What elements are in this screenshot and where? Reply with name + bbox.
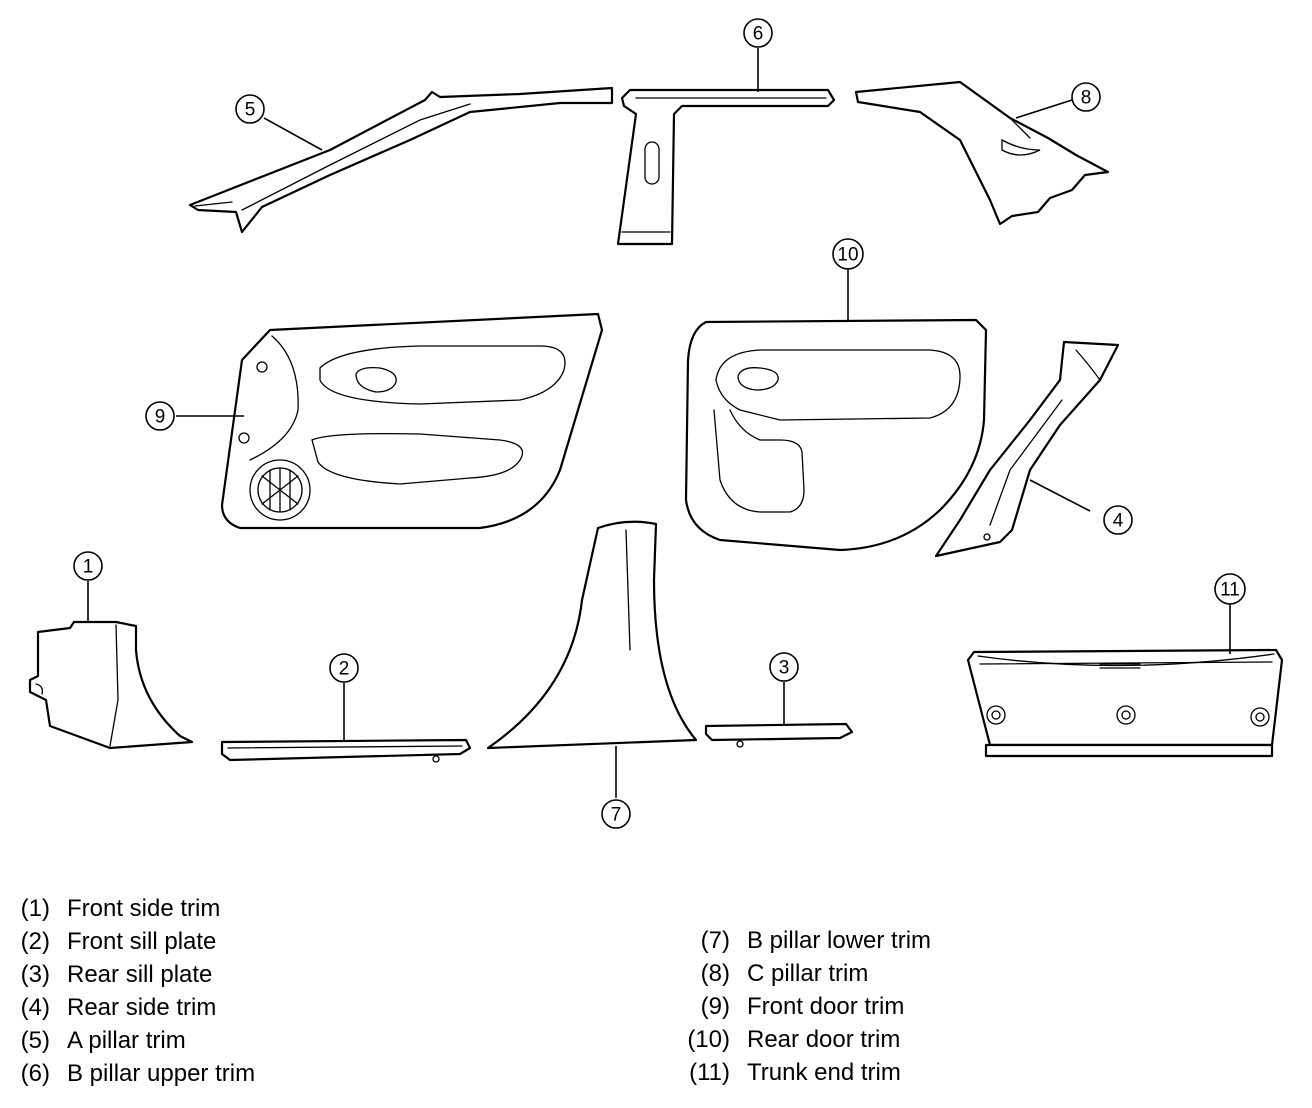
legend-item-number: (3) (20, 961, 50, 988)
legend-item-label: Front sill plate (67, 928, 217, 955)
front-side-trim (28, 620, 194, 750)
svg-text:8: 8 (1081, 88, 1092, 109)
legend-item: (9) Front door trim (680, 990, 931, 1023)
legend-item-number: (7) (700, 927, 730, 954)
callout-2: 2 (329, 653, 359, 683)
callout-5: 5 (235, 94, 265, 124)
legend-item: (10) Rear door trim (680, 1023, 931, 1056)
trunk-end-trim (966, 648, 1284, 758)
leader-lines (87, 48, 1231, 798)
b-pillar-upper-trim (616, 88, 836, 246)
legend-item-number: (8) (700, 960, 730, 987)
callout-9: 9 (145, 401, 175, 431)
legend-item: (7) B pillar lower trim (680, 924, 931, 957)
callout-6: 6 (743, 18, 773, 48)
legend-item-label: C pillar trim (747, 960, 869, 987)
legend-item-number: (9) (700, 993, 730, 1020)
rear-door-trim (684, 318, 988, 552)
legend-item-label: Rear door trim (747, 1026, 901, 1053)
front-sill-plate (220, 738, 472, 763)
svg-text:5: 5 (245, 100, 256, 121)
legend-item: (2) Front sill plate (0, 925, 255, 958)
svg-text:10: 10 (837, 245, 858, 266)
b-pillar-lower-trim (486, 520, 698, 750)
legend-item-number: (4) (20, 994, 50, 1021)
svg-text:1: 1 (83, 557, 94, 578)
legend-item-label: Trunk end trim (747, 1059, 901, 1086)
svg-text:7: 7 (611, 805, 622, 826)
legend-item-number: (2) (20, 928, 50, 955)
callout-11: 11 (1214, 573, 1246, 605)
svg-text:2: 2 (339, 659, 350, 680)
legend-right: (7) B pillar lower trim (8) C pillar trim (9… (680, 924, 931, 1089)
legend-item-label: B pillar upper trim (67, 1060, 256, 1087)
legend-item-label: A pillar trim (67, 1027, 186, 1054)
legend-item-number: (10) (687, 1026, 730, 1053)
svg-text:9: 9 (155, 407, 166, 428)
legend-item: (4) Rear side trim (0, 991, 255, 1024)
svg-text:4: 4 (1113, 511, 1124, 532)
front-door-trim (220, 312, 604, 530)
svg-text:3: 3 (779, 658, 790, 679)
rear-sill-plate (704, 722, 854, 748)
legend-item: (3) Rear sill plate (0, 958, 255, 991)
trim-parts-diagram: 5 6 8 10 9 4 1 2 7 3 11 (28, 18, 1284, 829)
callout-10: 10 (832, 238, 864, 270)
callout-3: 3 (769, 652, 799, 682)
legend-item-label: Rear sill plate (67, 961, 213, 988)
legend-item: (6) B pillar upper trim (0, 1057, 255, 1090)
legend-item-number: (5) (20, 1027, 50, 1054)
callout-1: 1 (73, 551, 103, 581)
legend-item: (11) Trunk end trim (680, 1056, 931, 1089)
legend-left: (1) Front side trim (2) Front sill plate (3)… (0, 892, 255, 1090)
svg-text:6: 6 (753, 24, 764, 45)
callout-8: 8 (1071, 82, 1101, 112)
legend-item: (5) A pillar trim (0, 1024, 255, 1057)
callout-7: 7 (601, 799, 631, 829)
legend-item-label: B pillar lower trim (747, 927, 932, 954)
legend-item: (8) C pillar trim (680, 957, 931, 990)
legend-item-label: Front side trim (67, 895, 221, 922)
legend-item: (1) Front side trim (0, 892, 255, 925)
legend-item-number: (11) (689, 1059, 730, 1086)
callout-4: 4 (1103, 505, 1133, 535)
legend-item-number: (6) (20, 1060, 50, 1087)
legend-item-number: (1) (20, 895, 50, 922)
svg-text:11: 11 (1220, 580, 1240, 601)
a-pillar-trim (188, 86, 614, 234)
rear-side-trim (934, 340, 1120, 558)
legend-item-label: Front door trim (747, 993, 905, 1020)
c-pillar-trim (854, 80, 1110, 226)
legend-item-label: Rear side trim (67, 994, 217, 1021)
